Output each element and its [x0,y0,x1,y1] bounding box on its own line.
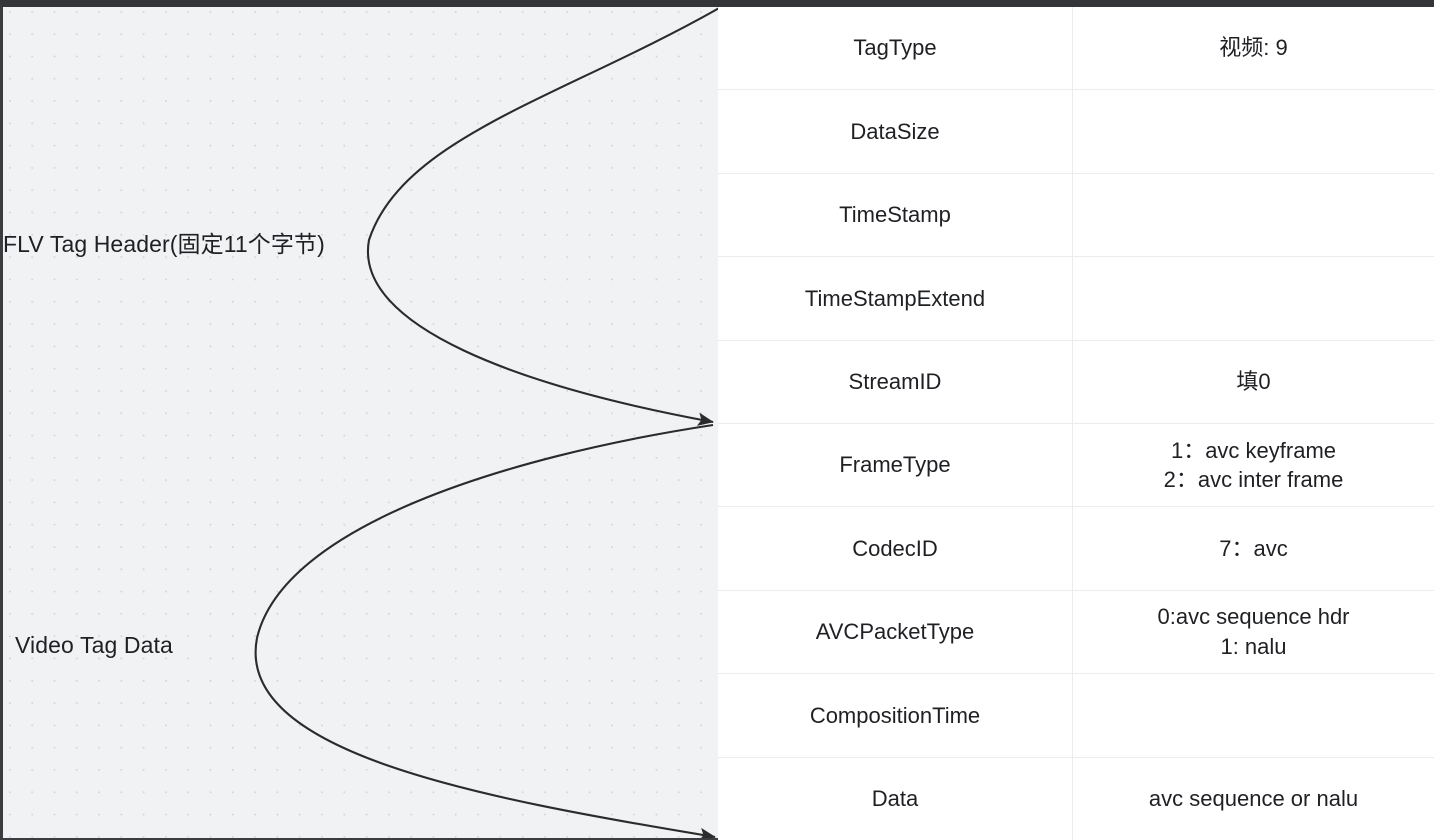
table-row[interactable]: FrameType 1：avc keyframe 2：avc inter fra… [718,424,1434,508]
table-cell-value: avc sequence or nalu [1148,786,1359,812]
table-row[interactable]: DataSize [718,90,1434,174]
video-tag-data-label: Video Tag Data [15,632,173,658]
table-cell-value [1073,90,1434,172]
table-cell-value: 7：avc [1219,535,1288,561]
table-cell-value [1073,257,1434,339]
diagram-canvas[interactable]: FLV Tag Header(固定11个字节) Video Tag Data [0,7,718,840]
table-cell-field: TagType [718,7,1073,90]
table-cell-field: Data [718,757,1073,840]
flv-tag-header-label: FLV Tag Header(固定11个字节) [3,231,325,257]
table-row[interactable]: StreamID 填0 [718,340,1434,425]
table-cell-field: FrameType [718,424,1073,507]
table-cell-value: 1：avc keyframe 2：avc inter frame [1163,437,1344,493]
table-row[interactable]: TimeStamp [718,173,1434,258]
upper-brace-arrow [366,7,718,426]
table-cell-value: 0:avc sequence hdr 1: nalu [1157,604,1350,660]
table-row[interactable]: CompositionTime [718,674,1434,758]
table-cell-value: 视频: 9 [1219,35,1288,61]
lower-brace-arrow-lower-half [254,637,716,838]
table-row[interactable]: TimeStampExtend [718,257,1434,341]
table-row[interactable]: AVCPacketType 0:avc sequence hdr 1: nalu [718,590,1434,675]
table-cell-field: StreamID [718,340,1073,424]
window-top-bar [0,0,1434,7]
table-cell-value [1073,174,1434,256]
table-row[interactable]: CodecID 7：avc [718,507,1434,591]
table-row[interactable]: TagType 视频: 9 [718,7,1434,91]
table-cell-field: TimeStamp [718,173,1073,257]
flv-field-table: TagType 视频: 9 DataSize TimeStamp TimeSta… [718,7,1434,840]
lower-brace-arrow-upper-half [255,423,714,639]
table-cell-field: CodecID [718,507,1073,590]
table-cell-value: 填0 [1236,368,1271,394]
table-row[interactable]: Data avc sequence or nalu [718,757,1434,840]
table-cell-value [1073,674,1434,756]
table-cell-field: CompositionTime [718,674,1073,757]
table-cell-field: AVCPacketType [718,590,1073,674]
table-cell-field: DataSize [718,90,1073,173]
table-cell-field: TimeStampExtend [718,257,1073,340]
brace-arrows-group [254,7,718,838]
